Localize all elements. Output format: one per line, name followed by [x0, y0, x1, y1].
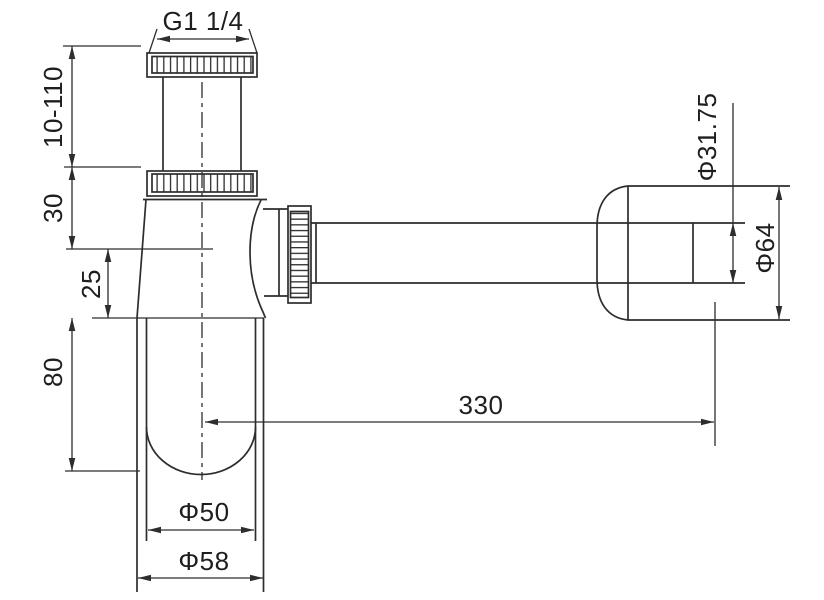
inlet-nut-top	[146, 52, 258, 78]
ext-line-thread-right	[248, 28, 258, 54]
upper-body-height-label: 30	[38, 193, 68, 223]
part-outline	[136, 52, 790, 592]
flange-diameter-label: Φ64	[750, 222, 780, 273]
pipe-diameter-label: Φ31.75	[692, 93, 722, 182]
flange-rounded-cap	[596, 185, 629, 321]
dimension-labels: G1 1/4 10-110 30 25 80 330 Φ31.75 Φ64 Φ5…	[38, 6, 780, 576]
body-left-edge	[136, 199, 147, 319]
outlet-length-label: 330	[459, 390, 504, 420]
outlet-nut-knurling	[289, 210, 310, 299]
inlet-nut-top-knurling	[151, 55, 254, 74]
thread-size-label: G1 1/4	[162, 6, 243, 36]
cup-depth-label: 80	[38, 357, 68, 387]
ext-line-thread-left	[148, 28, 158, 54]
outlet-to-rim-label: 25	[76, 269, 106, 299]
cup-rounded-bottom	[145, 426, 257, 476]
adjustable-height-label: 10-110	[38, 66, 68, 148]
dimension-lines	[63, 28, 783, 582]
cup-outer-diameter-label: Φ58	[178, 546, 229, 576]
outlet-nut	[287, 205, 312, 304]
body-right-edge	[249, 199, 267, 319]
cup-inner-diameter-label: Φ50	[178, 497, 229, 527]
